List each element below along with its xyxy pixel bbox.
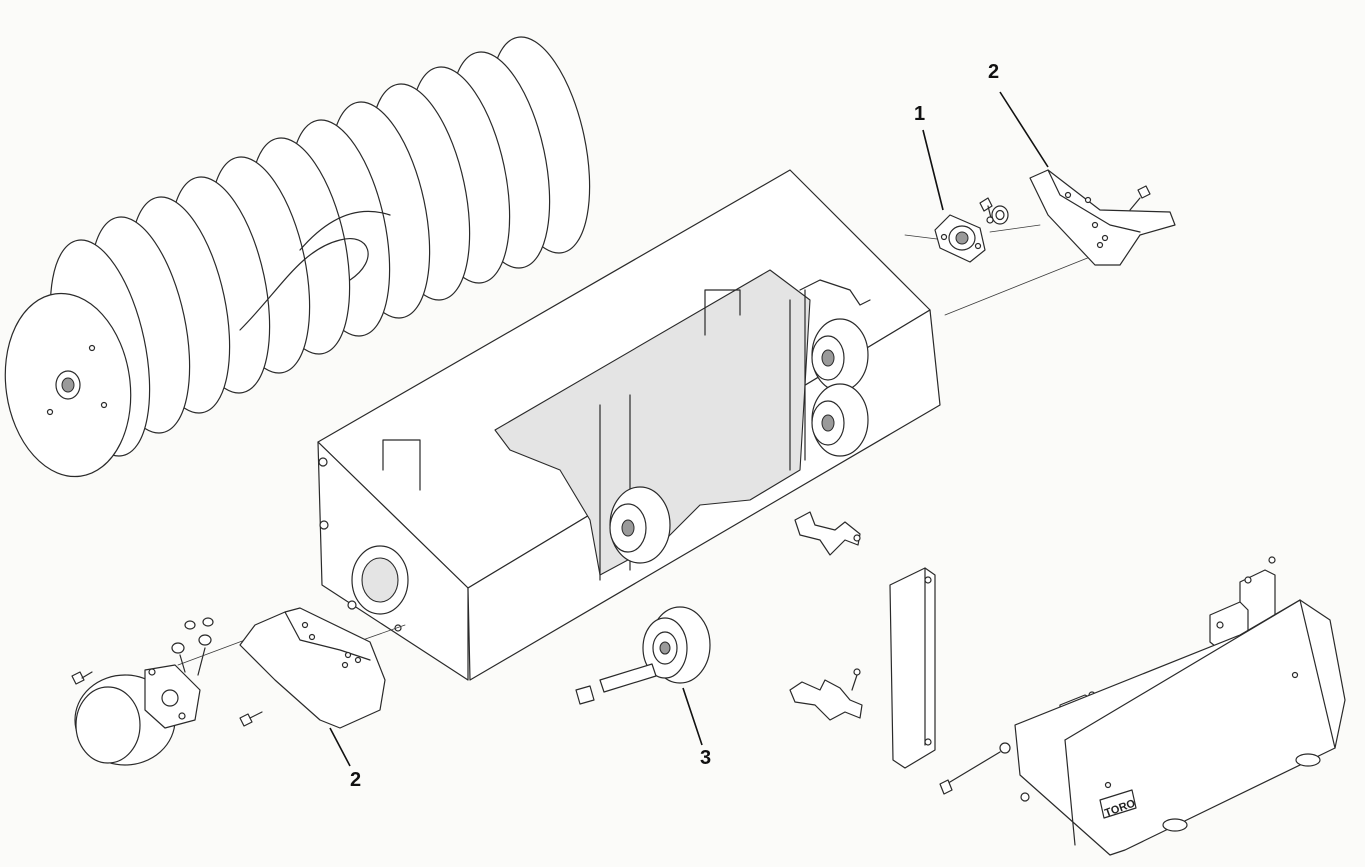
flange-bearing [934,197,1009,263]
end-bracket-top [1029,169,1176,266]
auger-rotor [4,36,591,478]
callout-2-top: 2 [988,61,1000,83]
roller-assembly [575,606,711,705]
callout-3: 3 [700,747,712,769]
end-bracket-bottom [239,607,386,729]
leader-lines [329,91,1049,767]
drive-motor [71,617,214,766]
clamp-bracket-upper [794,511,861,556]
callout-1: 1 [914,103,926,125]
hood-guard: TORO [1014,556,1346,856]
long-bolt [939,735,1027,795]
internal-rollers [599,279,871,581]
vertical-post [889,567,936,769]
clamp-bracket-lower [789,668,863,721]
main-housing [317,169,941,681]
callout-2-bottom: 2 [350,769,362,791]
